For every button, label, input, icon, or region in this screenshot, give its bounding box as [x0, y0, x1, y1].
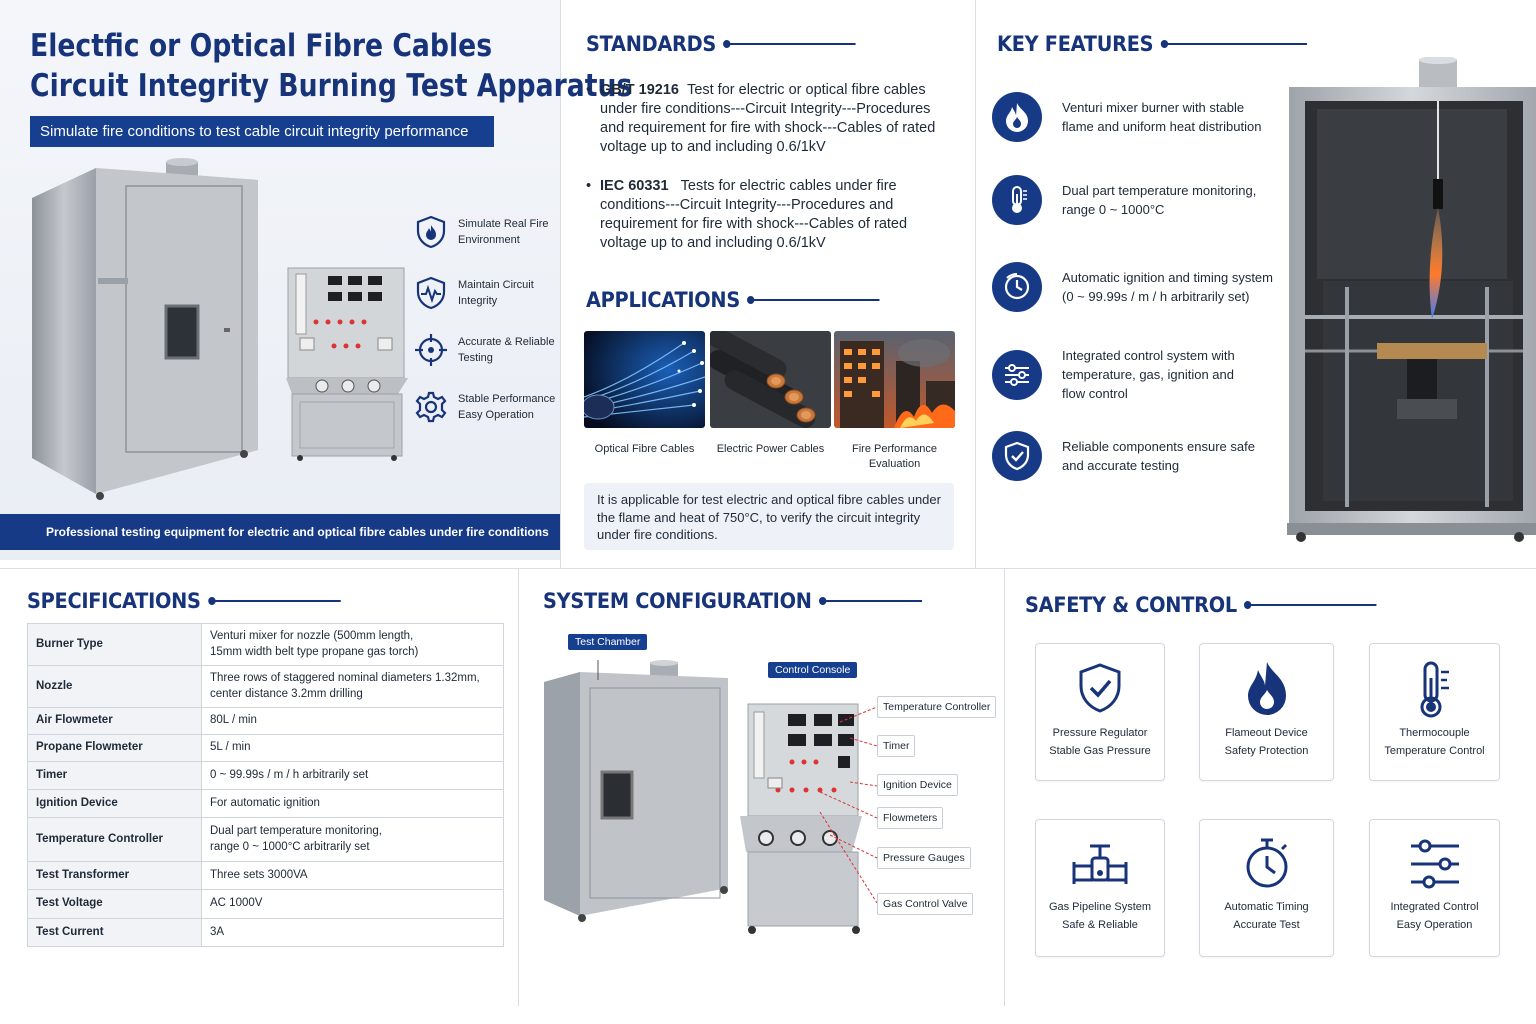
- specifications-title: SPECIFICATIONS: [27, 589, 341, 613]
- shield-flame-icon: [416, 215, 446, 249]
- crosshair-icon: [415, 334, 447, 366]
- application-label: Fire Performance: [852, 443, 937, 455]
- title-line-1: Electfic or Optical Fibre Cables: [30, 28, 493, 64]
- system-configuration-title: SYSTEM CONFIGURATION: [543, 589, 923, 613]
- standards-title: STANDARDS: [586, 32, 856, 56]
- hero-footer: Professional testing equipment for elect…: [0, 514, 560, 550]
- heartbeat-shield-icon: [416, 276, 446, 310]
- control-console-tag: Control Console: [768, 662, 858, 678]
- applications-title: APPLICATIONS: [586, 288, 880, 312]
- key-feature-temperature: Dual part temperature monitoring,range 0…: [992, 175, 1282, 225]
- standard-text: Tests for electric cables under fire con…: [600, 178, 908, 251]
- thermometer-icon: [1420, 661, 1449, 718]
- flame-icon: [1247, 662, 1286, 715]
- application-label: Optical Fibre Cables: [594, 443, 695, 455]
- system-chamber-image: [544, 660, 728, 922]
- key-feature-ignition: Automatic ignition and timing system(0 ~…: [992, 262, 1282, 312]
- standard-code: GB/T 19216: [600, 82, 679, 98]
- shield-check-icon: [1004, 441, 1030, 471]
- thermometer-icon: [1012, 186, 1027, 213]
- sliders-icon: [1005, 363, 1029, 386]
- application-card-optical: Optical Fibre Cables: [581, 331, 706, 457]
- standard-item-iec: • IEC 60331 Tests for electric cables un…: [586, 178, 908, 251]
- title-line-2: Circuit Integrity Burning Test Apparatus: [30, 68, 633, 104]
- key-features-title: KEY FEATURES: [997, 32, 1307, 56]
- standard-text: Test for electric or optical fibre cable…: [600, 82, 936, 155]
- callout-flowmeters: Flowmeters: [877, 807, 944, 829]
- control-console-image: [286, 267, 408, 461]
- optical-fibre-image: [581, 331, 706, 428]
- test-chamber-image: [32, 158, 258, 500]
- gear-icon: [415, 391, 447, 423]
- application-label: Electric Power Cables: [716, 443, 825, 455]
- timer-icon: [1004, 272, 1030, 300]
- flame-icon: [1006, 103, 1028, 132]
- stopwatch-icon: [1246, 838, 1287, 888]
- callout-temperature-controller: Temperature Controller: [877, 696, 997, 718]
- standard-code: IEC 60331: [600, 178, 669, 194]
- callout-lines: [819, 706, 878, 904]
- chamber-interior-image: [1287, 57, 1536, 542]
- application-note: It is applicable for test electric and o…: [584, 483, 954, 550]
- callout-pressure-gauges: Pressure Gauges: [877, 847, 971, 869]
- application-card-power: Electric Power Cables: [704, 326, 831, 457]
- hero-subtitle: Simulate fire conditions to test cable c…: [30, 116, 494, 147]
- page-title: Electfic or Optical Fibre Cables Circuit…: [30, 26, 632, 106]
- hero-panel: Electfic or Optical Fibre Cables Circuit…: [0, 0, 632, 560]
- callout-gas-control-valve: Gas Control Valve: [877, 893, 974, 915]
- callout-ignition-device: Ignition Device: [877, 774, 958, 796]
- test-chamber-tag: Test Chamber: [568, 634, 648, 650]
- power-cable-image: [704, 326, 831, 428]
- shield-check-icon: [1079, 663, 1121, 713]
- application-label-2: Evaluation: [868, 458, 921, 470]
- system-console-image: [740, 703, 862, 934]
- pipe-valve-icon: [1072, 844, 1128, 884]
- callout-timer: Timer: [877, 735, 916, 757]
- standard-item-gbt: • GB/T 19216 Test for electric or optica…: [586, 82, 936, 155]
- safety-control-title: SAFETY & CONTROL: [1025, 593, 1377, 617]
- fire-evaluation-image: [834, 331, 955, 428]
- sliders-icon: [1410, 839, 1459, 889]
